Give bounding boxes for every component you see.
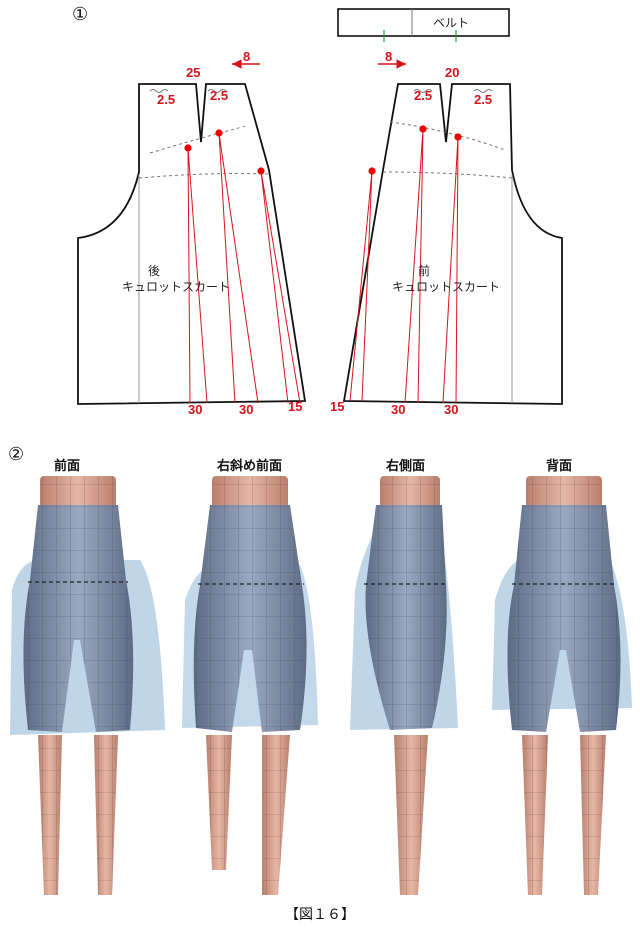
mannequin-back-view [492,476,632,895]
back-dart-right-value: 2.5 [210,88,228,103]
back-dart-top-value: 25 [186,65,200,80]
view-label-front: 前面 [54,458,80,474]
back-piece-title: 後 [148,264,160,278]
front-dart-top-value: 20 [445,65,459,80]
front-hem-value-2: 30 [391,402,405,417]
front-hem-value-1: 15 [330,399,344,414]
belt-piece: ベルト [337,8,510,42]
mannequin-side-view [350,476,458,895]
back-pattern-piece: 25 8 2.5 2.5 後 キュロットスカート 30 30 15 [77,49,307,417]
mannequin-diagonal-view [182,476,318,895]
view-label-diagonal: 右斜め前面 [216,458,282,474]
view-label-side: 右側面 [385,458,425,474]
front-piece-title: 前 [418,263,430,278]
front-hem-value-3: 30 [444,402,458,417]
front-dart-left-value: 2.5 [414,88,432,103]
front-dart-right-value: 2.5 [474,92,492,107]
model-section-marker: ② [8,444,24,465]
back-hem-value-2: 30 [239,402,253,417]
front-piece-name: キュロットスカート [392,280,500,294]
front-arrow-shift-value: 8 [385,49,392,64]
view-label-back: 背面 [546,458,572,474]
back-dart-left-value: 2.5 [157,92,175,107]
back-hem-value-3: 15 [288,399,302,414]
back-arrow-shift-value: 8 [243,49,250,64]
pattern-section-marker: ① [72,4,88,25]
belt-label: ベルト [433,16,469,30]
back-hem-value-1: 30 [188,402,202,417]
front-pattern-piece: 8 20 2.5 2.5 前 キュロットスカート 15 30 30 [330,49,563,417]
mannequin-front-view [10,476,165,895]
figure-caption: 【図１６】 [285,907,355,923]
back-piece-name: キュロットスカート [122,280,230,294]
